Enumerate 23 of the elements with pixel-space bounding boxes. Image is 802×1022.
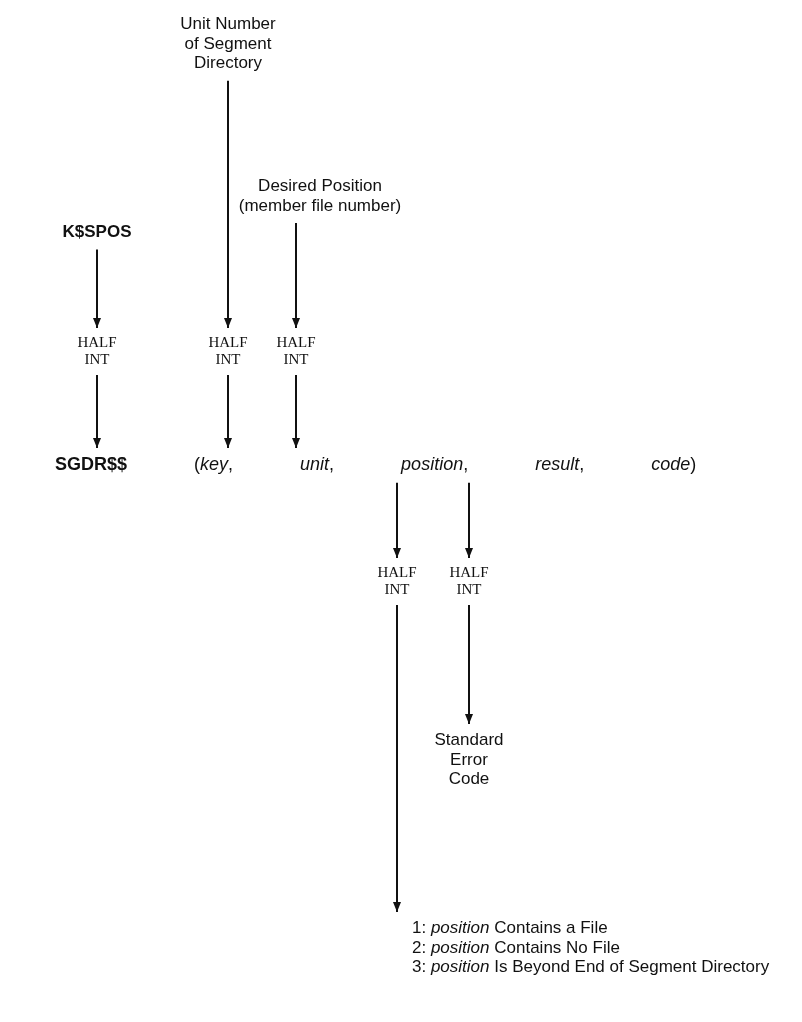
data-type-label: HALF INT (73, 334, 121, 367)
output-label: Standard Error Code (429, 730, 509, 789)
arrow (224, 79, 232, 329)
arrow (292, 374, 300, 449)
constant-label: K$SPOS (52, 222, 142, 242)
data-type-label: HALF INT (445, 564, 493, 597)
data-type-label: HALF INT (373, 564, 421, 597)
arrow (93, 248, 101, 329)
arrow (93, 374, 101, 449)
arrow (465, 481, 473, 559)
result-code-line: 3: position Is Beyond End of Segment Directory (412, 957, 770, 977)
arrow (224, 374, 232, 449)
data-type-label: HALF INT (204, 334, 252, 367)
arrow (393, 604, 401, 913)
data-type-label: HALF INT (272, 334, 320, 367)
arrow (465, 604, 473, 725)
result-code-line: 2: position Contains No File (412, 937, 620, 958)
input-label: Unit Number of Segment Directory (174, 14, 282, 73)
arrow (393, 481, 401, 559)
input-label: Desired Position (member file number) (230, 176, 410, 216)
arrow (292, 222, 300, 329)
result-code-line: 1: position Contains a File (412, 918, 608, 938)
subroutine-call: SGDR$$ (key, unit, position, result, code) (55, 454, 697, 475)
